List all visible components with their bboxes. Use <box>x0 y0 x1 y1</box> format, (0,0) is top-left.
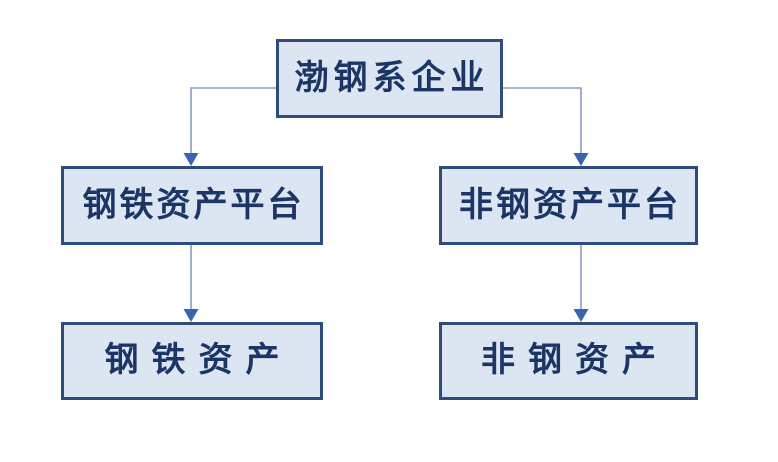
edge-root-to-steel-platform <box>190 87 276 153</box>
node-steel-assets-label: 钢铁资产 <box>104 342 293 379</box>
arrowhead-icon <box>573 309 589 322</box>
arrowhead-icon <box>183 309 199 322</box>
node-root-label: 渤钢系企业 <box>294 59 490 97</box>
node-root: 渤钢系企业 <box>276 39 503 118</box>
node-steel-assets: 钢铁资产 <box>61 322 323 400</box>
node-nonsteel-platform: 非钢资产平台 <box>439 166 698 245</box>
arrowhead-icon <box>183 153 199 166</box>
node-nonsteel-assets: 非钢资产 <box>439 322 698 400</box>
node-nonsteel-assets-label: 非钢资产 <box>481 342 669 379</box>
edge-root-to-nonsteel-platform <box>503 87 582 153</box>
node-steel-platform-label: 钢铁资产平台 <box>82 186 305 224</box>
node-nonsteel-platform-label: 非钢资产平台 <box>459 186 681 224</box>
node-steel-platform: 钢铁资产平台 <box>61 166 323 245</box>
arrowhead-icon <box>573 153 589 166</box>
